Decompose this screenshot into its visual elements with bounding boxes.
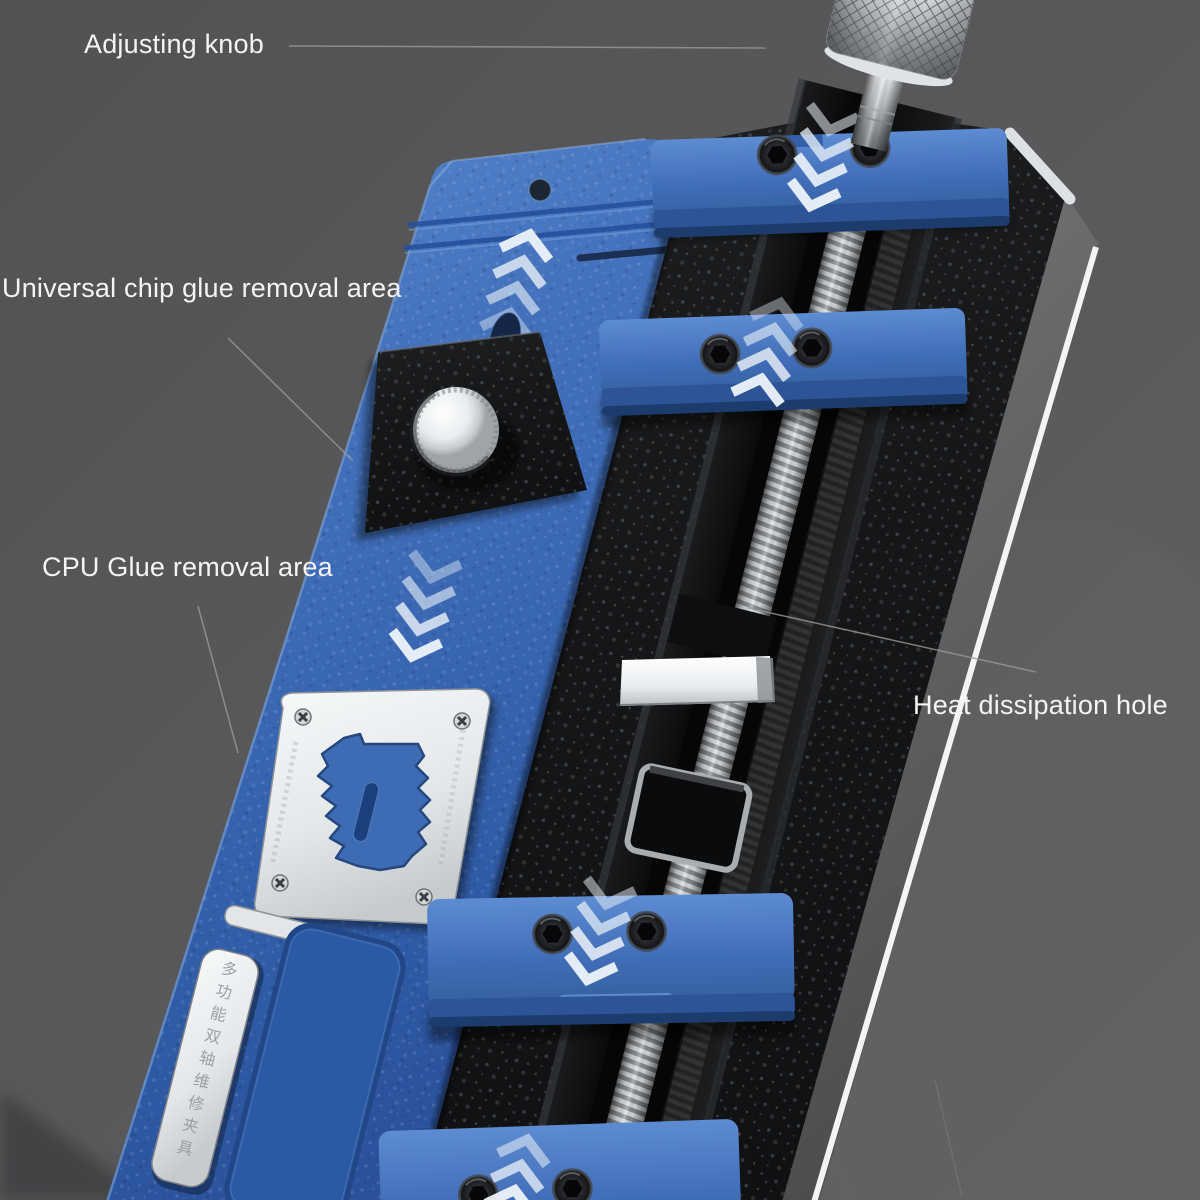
plate-corner-screw	[270, 873, 290, 893]
label-heat-dissipation-hole: Heat dissipation hole	[913, 690, 1168, 720]
base-corner-bevel	[1004, 127, 1076, 205]
hex-screw	[698, 333, 742, 376]
background-reflection-line	[934, 1079, 963, 1198]
plate-edge-highlight	[106, 160, 453, 1200]
leader-lines	[197, 45, 1037, 754]
label-cpu-glue-removal-area: CPU Glue removal area	[42, 552, 333, 582]
slider-block	[619, 656, 775, 706]
hex-screw	[531, 913, 574, 955]
plate-corner-screw	[414, 887, 434, 907]
plate-engraving-marks	[437, 729, 466, 869]
leader-line-universal-area	[227, 337, 354, 462]
plate-engraving-marks	[269, 741, 299, 867]
base-side-face	[782, 195, 1098, 1200]
cpu-glue-plate	[254, 688, 496, 933]
heat-dissipation-hole	[624, 763, 753, 873]
hex-screw	[625, 910, 668, 953]
knurled-knob	[826, 0, 974, 80]
clamp-bar-1	[650, 102, 1010, 241]
cutout-center-slot	[352, 782, 380, 842]
plate-pin-hole	[529, 179, 551, 201]
plate-corner-screw	[293, 707, 313, 727]
label-adjusting-knob: Adjusting knob	[84, 29, 264, 59]
adjusting-knob-assembly	[824, 0, 974, 152]
hex-screw	[756, 133, 799, 176]
clamp-bar-3	[427, 879, 796, 1042]
hex-screw	[790, 326, 834, 370]
engraved-strip: 多功能双轴维修夹具	[151, 948, 264, 1195]
clamp-bar-4	[378, 1119, 743, 1200]
engraved-strip-text: 多功能双轴维修夹具	[175, 959, 239, 1159]
universal-area-knob	[409, 383, 503, 477]
leader-line-heat-hole	[747, 607, 1037, 673]
screw-nut-block	[667, 593, 777, 667]
base-edge-highlight	[811, 246, 1099, 1200]
leader-line-adjusting-knob	[288, 45, 767, 49]
label-universal-chip-glue-removal-area: Universal chip glue removal area	[2, 273, 402, 303]
hex-screw	[551, 1167, 594, 1200]
clamp-bar-2	[599, 291, 969, 429]
plate-corner-screw	[452, 711, 472, 731]
leader-line-cpu-area	[197, 605, 239, 754]
